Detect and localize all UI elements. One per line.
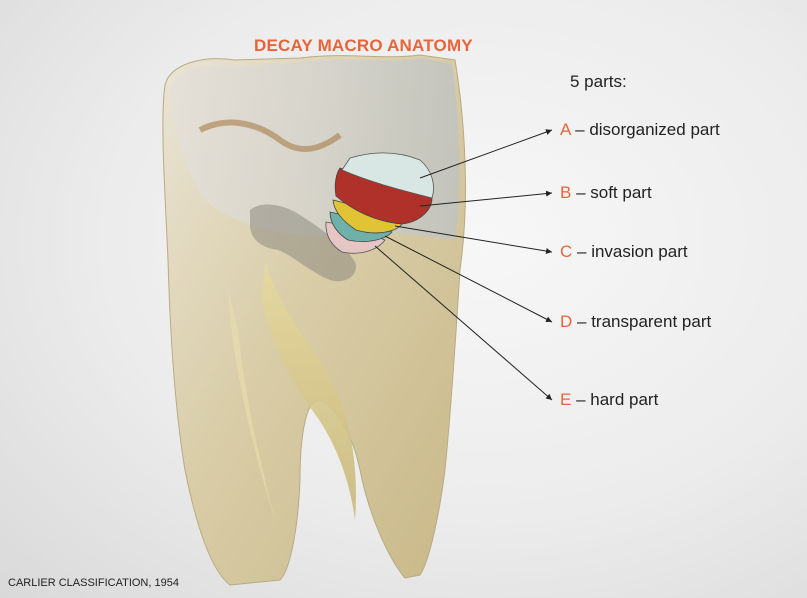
legend-item-a: A – disorganized part bbox=[560, 120, 720, 140]
legend-item-c: C – invasion part bbox=[560, 242, 688, 262]
legend-letter-d: D bbox=[560, 312, 572, 331]
legend-letter-e: E bbox=[560, 390, 571, 409]
diagram-title: DECAY MACRO ANATOMY bbox=[254, 36, 574, 56]
legend-item-d: D – transparent part bbox=[560, 312, 711, 332]
legend-letter-c: C bbox=[560, 242, 572, 261]
legend-label-a: – disorganized part bbox=[575, 120, 720, 139]
legend-letter-b: B bbox=[560, 183, 571, 202]
legend-letter-a: A bbox=[560, 120, 570, 139]
legend-label-b: – soft part bbox=[576, 183, 652, 202]
parts-heading: 5 parts: bbox=[570, 72, 627, 92]
legend-item-b: B – soft part bbox=[560, 183, 652, 203]
legend-label-e: – hard part bbox=[576, 390, 658, 409]
legend-label-d: – transparent part bbox=[577, 312, 711, 331]
legend-label-c: – invasion part bbox=[577, 242, 688, 261]
legend-item-e: E – hard part bbox=[560, 390, 658, 410]
source-credit: CARLIER CLASSIFICATION, 1954 bbox=[8, 577, 179, 589]
